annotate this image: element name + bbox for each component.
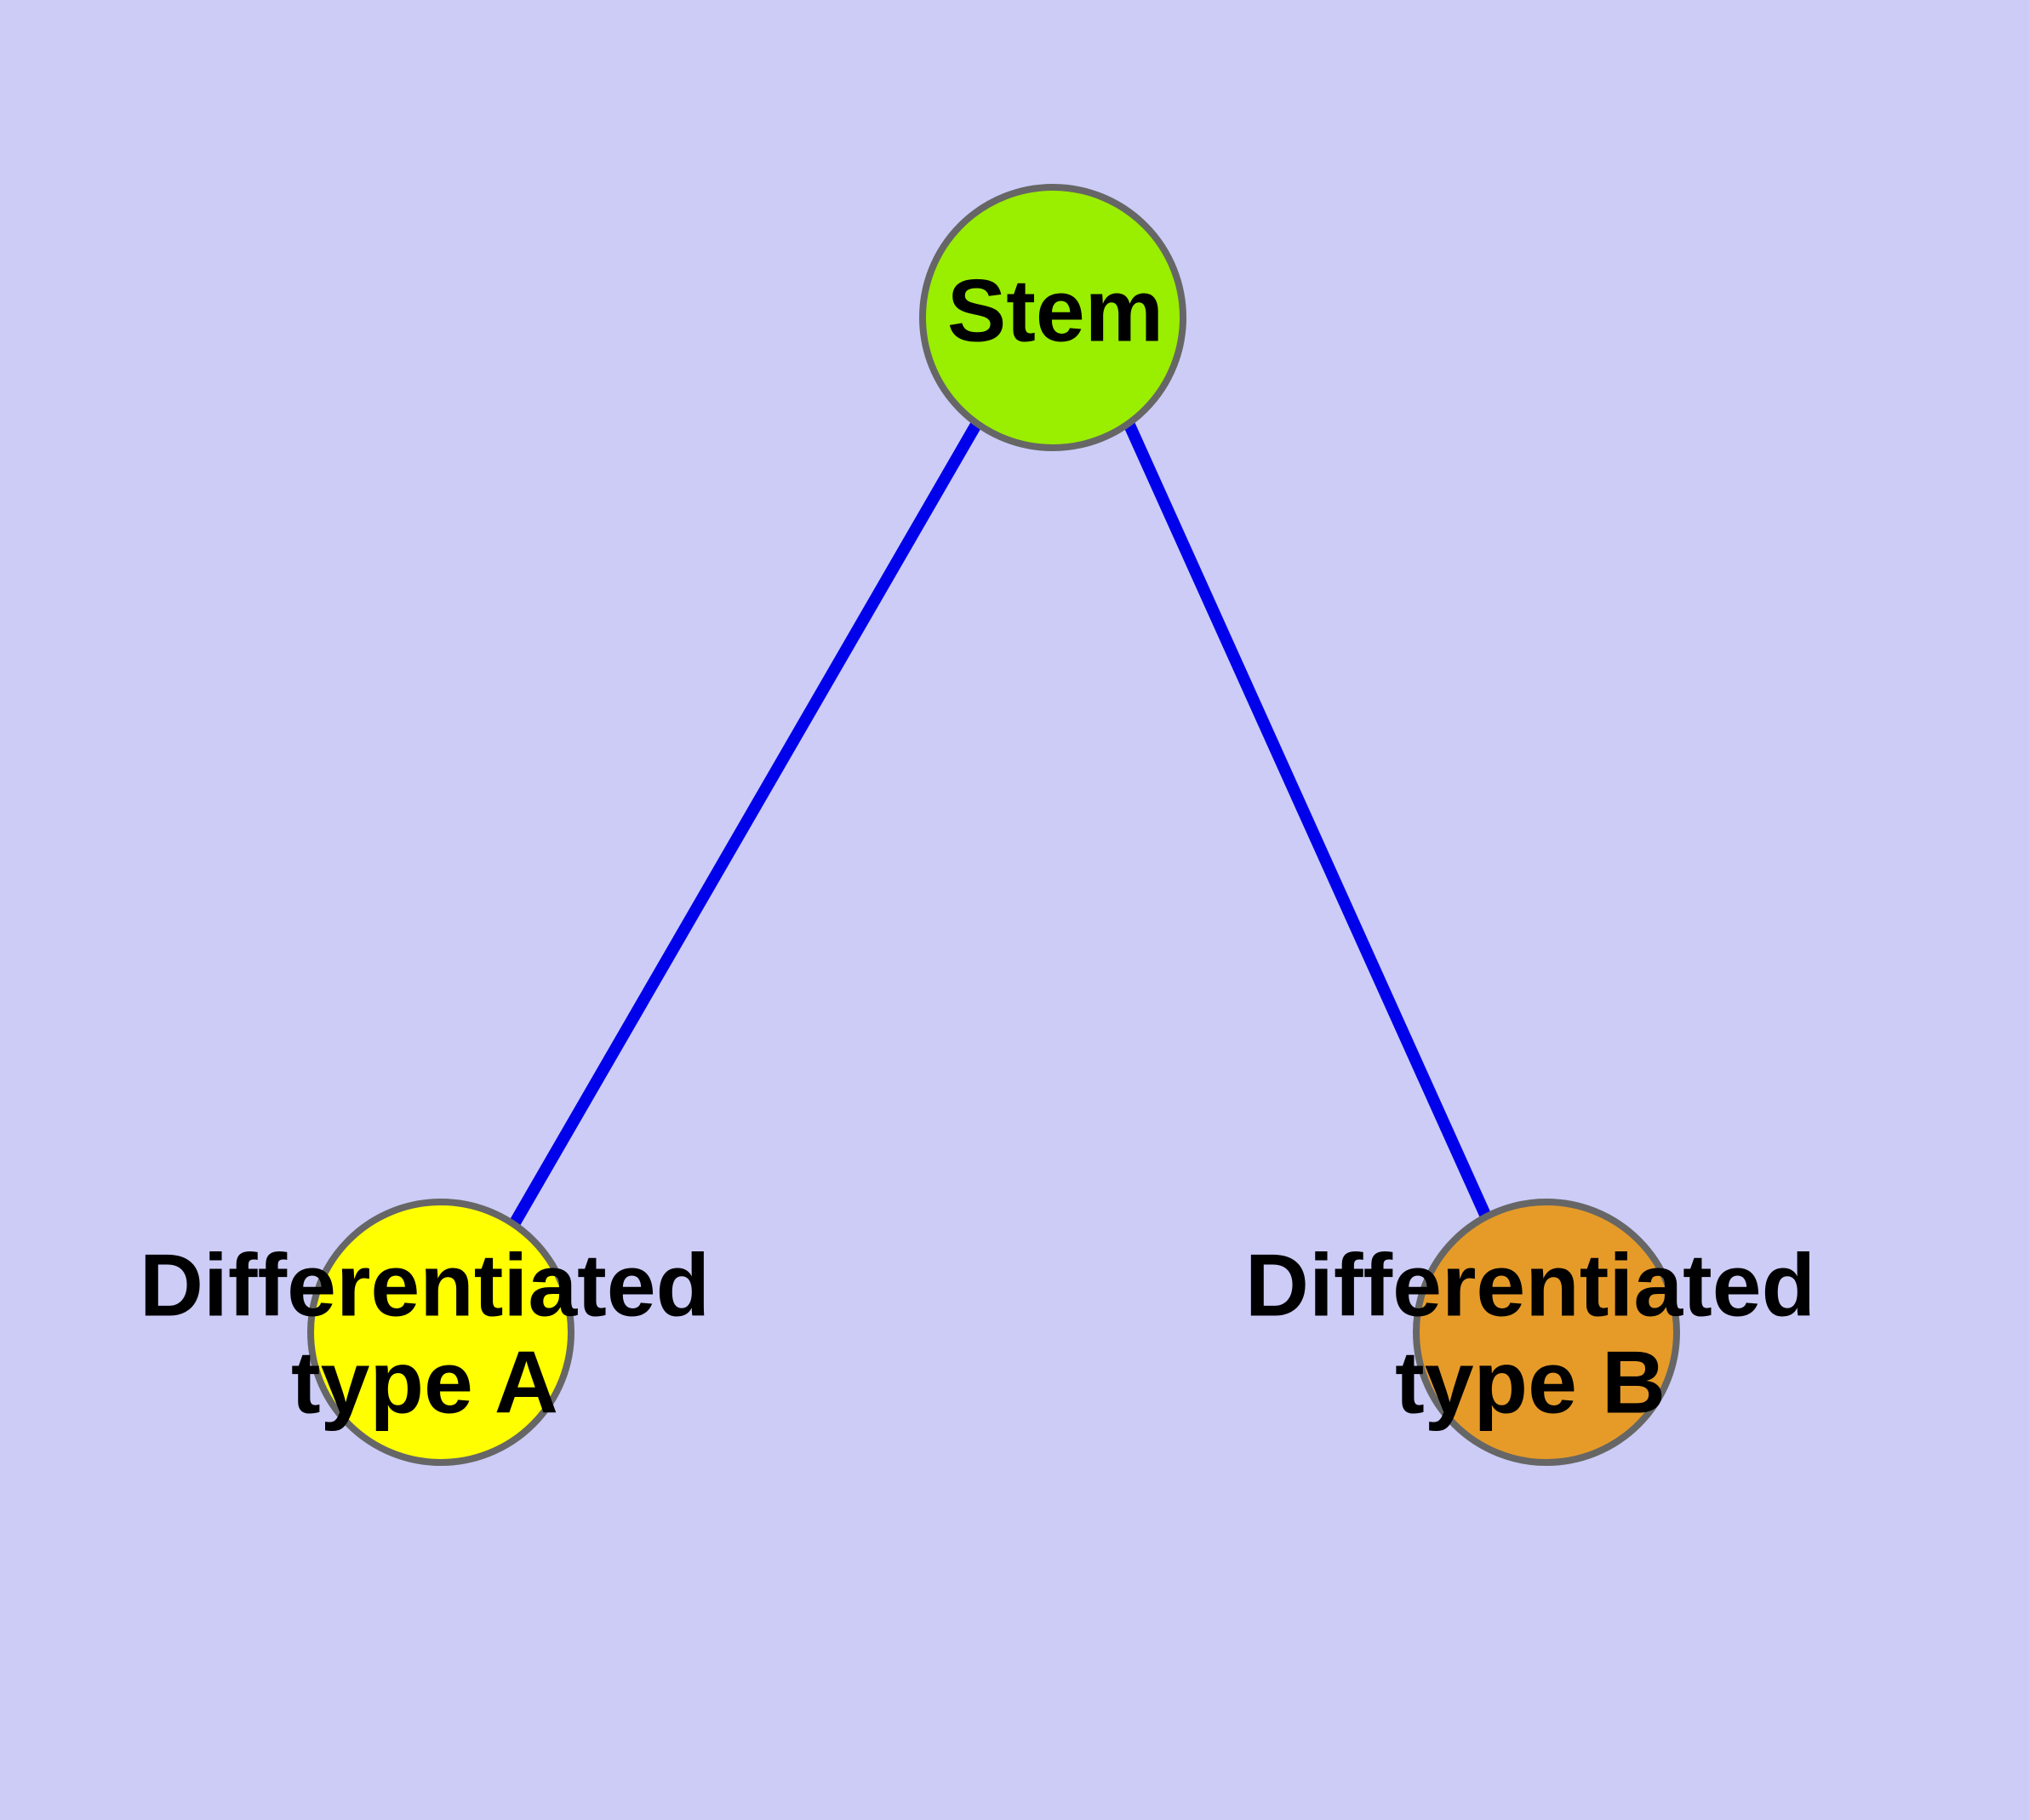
node-circle-differentiated-type-b[interactable]: [1413, 1199, 1680, 1466]
node-differentiated-type-b[interactable]: [1413, 1199, 1680, 1466]
edge-stem-to-differentiated-type-b[interactable]: [1123, 421, 1495, 1227]
edge-stem-to-differentiated-type-a[interactable]: [508, 420, 983, 1228]
edges-layer: [508, 420, 1495, 1228]
node-circle-stem[interactable]: [919, 184, 1186, 451]
node-circle-differentiated-type-a[interactable]: [307, 1199, 574, 1466]
node-label-stem: Stem: [947, 261, 1163, 360]
node-stem[interactable]: [919, 184, 1186, 451]
node-label-differentiated-type-b-line2: type B: [1395, 1333, 1666, 1432]
node-label-differentiated-type-a-line1: Differentiated: [140, 1236, 710, 1335]
node-label-differentiated-type-a-line2: type A: [291, 1333, 558, 1432]
labels-layer: Stem Differentiated type A Differentiate…: [140, 261, 1815, 1432]
node-differentiated-type-a[interactable]: [307, 1199, 574, 1466]
node-label-differentiated-type-b-line1: Differentiated: [1245, 1236, 1815, 1335]
